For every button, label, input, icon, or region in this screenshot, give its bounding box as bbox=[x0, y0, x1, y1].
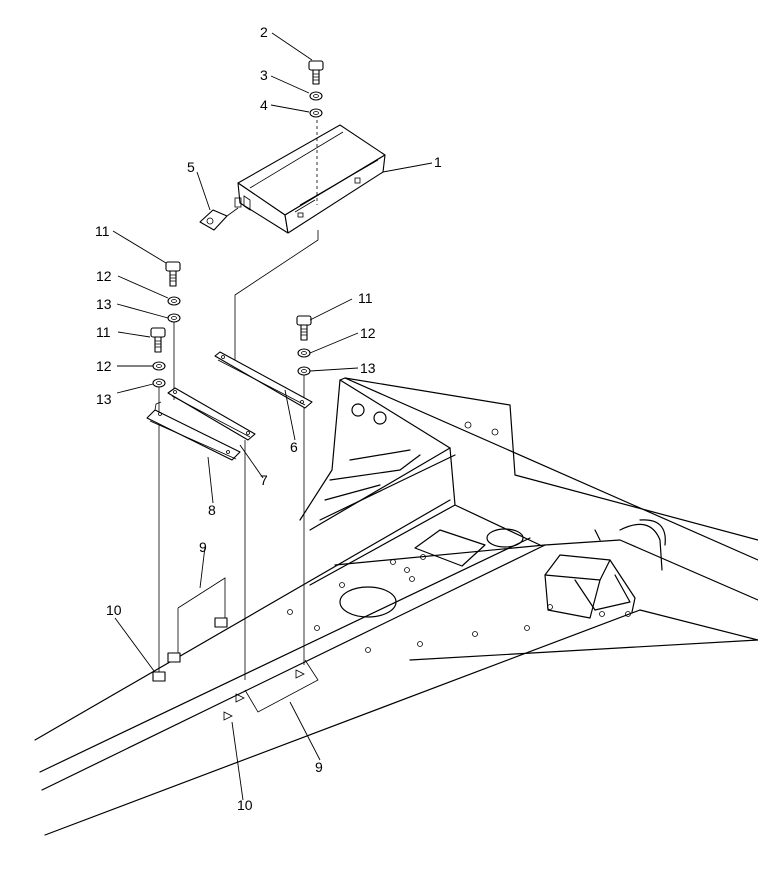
callout-8: 8 bbox=[208, 502, 216, 518]
callout-10-lower: 10 bbox=[237, 797, 253, 813]
top-bolt-stack bbox=[308, 60, 324, 118]
controller-box bbox=[237, 120, 386, 234]
callout-13-left-lower: 13 bbox=[96, 391, 112, 407]
leader-lines bbox=[112, 32, 433, 801]
callout-11-left-upper: 11 bbox=[95, 223, 110, 239]
clip-plate-lower bbox=[223, 659, 319, 721]
left-upper-bolt-stack bbox=[165, 261, 181, 400]
callout-13-right: 13 bbox=[360, 360, 376, 376]
right-bolt-stack bbox=[296, 315, 312, 665]
left-lower-bolt-stack bbox=[150, 327, 166, 672]
wire-harness bbox=[234, 230, 319, 365]
callout-11-left-lower: 11 bbox=[96, 324, 111, 340]
callout-4: 4 bbox=[260, 97, 268, 113]
callout-9-lower: 9 bbox=[315, 759, 323, 775]
connector-plug bbox=[199, 197, 242, 231]
callout-1: 1 bbox=[434, 154, 442, 170]
callout-9-upper: 9 bbox=[199, 539, 207, 555]
bracket-6 bbox=[214, 351, 313, 409]
bracket-7 bbox=[167, 387, 256, 680]
callout-6: 6 bbox=[290, 439, 298, 455]
bracket-8 bbox=[146, 401, 241, 461]
callout-12-left-upper: 12 bbox=[96, 268, 112, 284]
callout-11-right: 11 bbox=[358, 290, 373, 306]
callout-12-right: 12 bbox=[360, 325, 376, 341]
callout-3: 3 bbox=[260, 67, 268, 83]
main-frame bbox=[34, 377, 758, 836]
callout-13-left-upper: 13 bbox=[96, 296, 112, 312]
callout-2: 2 bbox=[260, 24, 268, 40]
callout-7: 7 bbox=[260, 472, 268, 488]
callout-12-left-lower: 12 bbox=[96, 358, 112, 374]
clip-plate-upper bbox=[152, 577, 228, 682]
callout-5: 5 bbox=[187, 159, 195, 175]
callout-10-upper: 10 bbox=[106, 602, 122, 618]
